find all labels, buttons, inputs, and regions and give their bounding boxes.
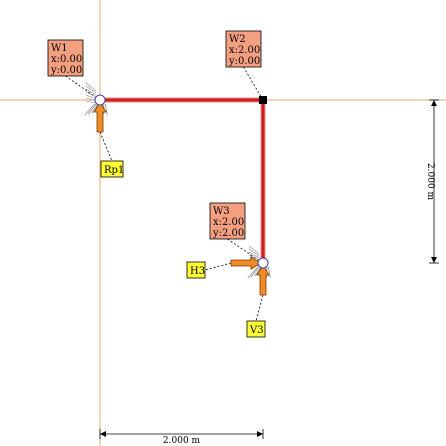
reaction-arrow-Rp1 — [93, 101, 107, 133]
node-name: W2 — [229, 34, 246, 45]
node-x-coordinate: x:2.00 — [229, 45, 260, 56]
node-x-coordinate: x:2.00 — [213, 217, 244, 228]
leader-line — [65, 75, 101, 101]
leader-line — [204, 262, 232, 271]
reaction-label-text: H3 — [190, 266, 205, 277]
node-label-W2: W2x:2.00y:0.00 — [225, 30, 262, 68]
reaction-arrow-V3 — [256, 264, 270, 296]
node-name: W3 — [213, 206, 230, 217]
horizontal-dimension-arrow-left — [100, 431, 106, 437]
reaction-arrows-layer — [93, 101, 270, 296]
leader-line — [99, 131, 113, 162]
node-name: W1 — [51, 43, 68, 54]
node-markers-layer — [94, 94, 269, 269]
node-marker-W1 — [94, 94, 106, 106]
dimensions-layer: 2.000 m 2.000 m — [99, 99, 439, 446]
node-label-W1: W1x:0.00y:0.00 — [47, 39, 84, 77]
node-y-coordinate: y:0.00 — [50, 65, 82, 76]
leader-line — [227, 238, 264, 264]
reaction-label-Rp1: Rp1 — [100, 160, 124, 178]
reaction-label-text: Rp1 — [104, 165, 124, 176]
node-marker-W2 — [259, 96, 267, 104]
node-label-W3: W3x:2.00y:2.00 — [209, 202, 246, 240]
node-marker-W3 — [257, 257, 269, 269]
horizontal-dimension-label: 2.000 m — [163, 436, 201, 446]
reaction-arrow-H3 — [230, 256, 262, 270]
node-y-coordinate: y:0.00 — [228, 56, 260, 67]
node-x-coordinate: x:0.00 — [51, 54, 82, 65]
horizontal-dimension-arrow-right — [257, 431, 263, 437]
reaction-label-text: V3 — [249, 325, 264, 336]
leader-line — [243, 66, 264, 101]
node-labels-layer: W1x:0.00y:0.00W2x:2.00y:0.00W3x:2.00y:2.… — [47, 30, 262, 240]
leaders-layer — [65, 66, 264, 322]
leader-line — [255, 294, 264, 322]
vertical-dimension-arrow-bottom — [431, 257, 437, 263]
reaction-label-H3: H3 — [186, 261, 206, 279]
vertical-dimension-arrow-top — [431, 100, 437, 106]
reaction-label-V3: V3 — [246, 320, 266, 338]
node-y-coordinate: y:2.00 — [212, 228, 244, 239]
members-layer — [97, 97, 266, 266]
vertical-dimension-label: 2.000 m — [425, 163, 435, 201]
